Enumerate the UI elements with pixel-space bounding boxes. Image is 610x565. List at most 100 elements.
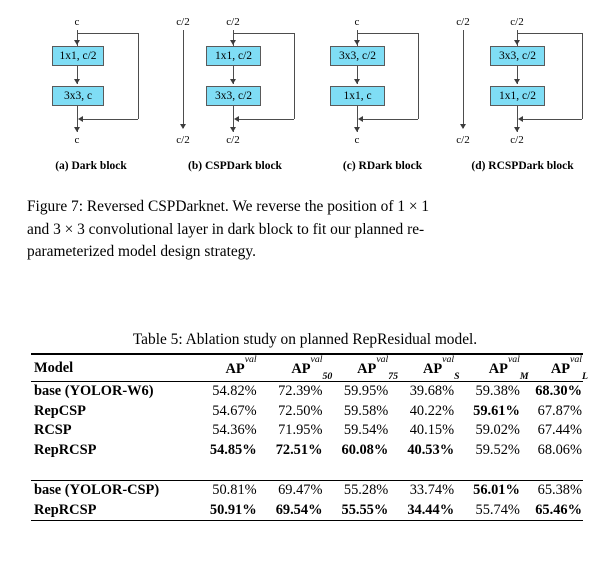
skip-line-top (357, 33, 419, 34)
cell-metric-value: 59.95% (343, 383, 389, 400)
cell-metric-value: 56.01% (473, 482, 520, 499)
input-arrowhead (230, 40, 236, 45)
cell-metric-value: 72.39% (278, 383, 323, 400)
mid-arrowhead (354, 79, 360, 84)
input-line (517, 30, 518, 46)
cell-metric-value: 59.38% (475, 383, 520, 400)
ap-sub: L (582, 370, 588, 382)
cell-metric-value: 50.91% (209, 501, 257, 518)
table-row: base (YOLOR-W6)54.82%72.39%59.95%39.68%5… (31, 381, 583, 402)
cell-model-name: RepRCSP (34, 501, 97, 518)
ap-sup: val (310, 354, 323, 366)
input-label: c (354, 16, 360, 28)
input-line (357, 30, 358, 46)
cell-metric-value: 55.28% (343, 482, 389, 499)
ap-sup: val (442, 354, 455, 366)
input-label: c (74, 16, 80, 28)
cell-metric-value: 33.74% (409, 482, 455, 499)
cell-model-name: RCSP (34, 422, 72, 439)
bypass-arrowhead (460, 124, 466, 129)
diagram-rdark-block: c 3x3, c/2 1x1, c c (314, 0, 454, 150)
ap-base: AP (422, 360, 443, 377)
ap-sup: val (244, 354, 257, 366)
output-arrowhead (354, 127, 360, 132)
cell-metric-value: 72.51% (275, 442, 323, 459)
conv-box-2: 1x1, c/2 (490, 86, 545, 106)
conv-box-1: 1x1, c/2 (206, 46, 261, 66)
mid-line (357, 66, 358, 84)
column-header-model: Model (31, 354, 194, 382)
bypass-line (463, 30, 464, 128)
figure-caption-line-3: parameterized model design strategy. (27, 243, 256, 260)
diagram-rcspdark-block: c/2 c/2 c/2 3x3, c/2 1x1, c/2 c/2 (454, 0, 604, 150)
cell-metric-value: 59.52% (475, 442, 520, 459)
output-label: c/2 (510, 134, 524, 146)
cell-model-name: RepCSP (34, 402, 86, 419)
cell-metric-value: 59.58% (343, 402, 389, 419)
ap-sup: val (376, 354, 389, 366)
cell-metric-value: 59.02% (475, 422, 520, 439)
output-label: c (74, 134, 80, 146)
ap-base: AP (357, 360, 377, 377)
diagram-cspdark-block: c/2 c/2 c/2 1x1, c/2 3x3, c/2 c/2 (174, 0, 314, 150)
cell-metric-value: 68.30% (535, 383, 582, 400)
cell-metric-value: 72.50% (278, 402, 323, 419)
subcaption-rcspdark-block: (d) RCSPDark block (471, 160, 574, 172)
mid-arrowhead (514, 79, 520, 84)
cell-metric-value: 65.38% (537, 482, 582, 499)
input-arrowhead (74, 40, 80, 45)
table-row: base (YOLOR-CSP)50.81%69.47%55.28%33.74%… (31, 480, 583, 500)
conv-box-2: 3x3, c (52, 86, 104, 106)
skip-arrowhead (518, 116, 523, 122)
cell-metric-value: 50.81% (212, 482, 257, 499)
skip-line-bottom (360, 119, 418, 120)
cell-metric-value: 69.47% (278, 482, 323, 499)
bypass-line (183, 30, 184, 128)
cell-metric-value: 67.44% (537, 422, 582, 439)
figure-7-diagrams: c 1x1, c/2 3x3, c c c/2 c/2 c/2 1x1, c/2… (0, 0, 610, 185)
cell-metric-value: 54.36% (212, 422, 257, 439)
table-section-spacer (31, 460, 583, 480)
ap-base: AP (291, 360, 311, 377)
mid-line (77, 66, 78, 84)
skip-line-bottom (80, 119, 138, 120)
bypass-input-label: c/2 (456, 16, 470, 28)
input-label: c/2 (510, 16, 524, 28)
cell-model-name: base (YOLOR-W6) (34, 383, 154, 400)
cell-metric-value: 40.53% (407, 442, 455, 459)
input-line (77, 30, 78, 46)
cell-metric-value: 68.06% (537, 442, 582, 459)
skip-line-top (77, 33, 139, 34)
ap-sub: M (519, 370, 529, 382)
mid-arrowhead (74, 79, 80, 84)
ap-sub: 75 (388, 370, 399, 382)
bypass-arrowhead (180, 124, 186, 129)
input-label: c/2 (226, 16, 240, 28)
skip-line-bottom (520, 119, 582, 120)
cell-metric-value: 54.82% (212, 383, 257, 400)
subcaption-dark-block: (a) Dark block (55, 160, 127, 172)
output-line (357, 106, 358, 132)
conv-box-2: 1x1, c (330, 86, 385, 106)
figure-caption: Figure 7: Reversed CSPDarknet. We revers… (27, 196, 583, 264)
cell-metric-value: 67.87% (537, 402, 582, 419)
subcaption-cspdark-block: (b) CSPDark block (188, 160, 282, 172)
column-header-model-label: Model (34, 359, 74, 376)
mid-arrowhead (230, 79, 236, 84)
ap-base: AP (550, 360, 571, 377)
figure-caption-line-1: Figure 7: Reversed CSPDarknet. We revers… (27, 198, 430, 215)
ap-val-head: APval (226, 354, 257, 378)
mid-line (233, 66, 234, 84)
subcaption-rdark-block: (c) RDark block (342, 160, 423, 172)
